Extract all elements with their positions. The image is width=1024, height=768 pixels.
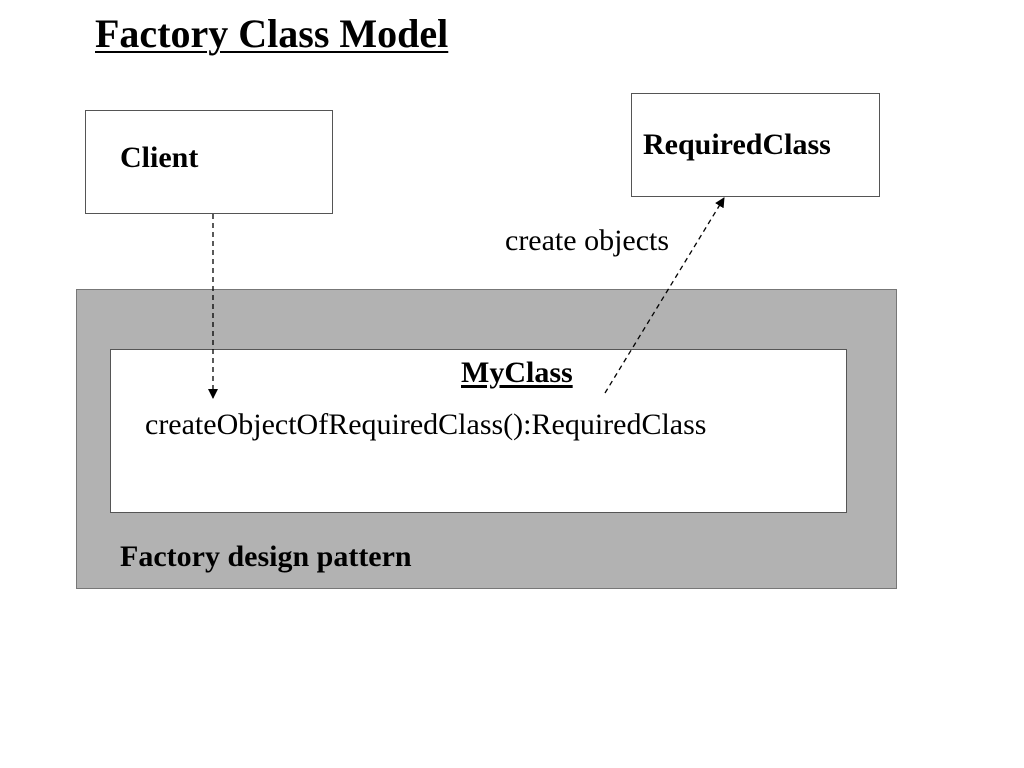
factory-group-label: Factory design pattern	[120, 540, 412, 573]
myclass-box: MyClass createObjectOfRequiredClass():Re…	[110, 349, 847, 513]
myclass-name: MyClass	[461, 356, 573, 389]
client-label: Client	[120, 141, 199, 174]
myclass-method: createObjectOfRequiredClass():RequiredCl…	[145, 408, 707, 441]
diagram-title: Factory Class Model	[95, 11, 449, 56]
required-class-box: RequiredClass	[631, 93, 880, 197]
required-class-label: RequiredClass	[643, 128, 831, 161]
create-objects-label: create objects	[505, 224, 670, 257]
factory-design-pattern-group: MyClass createObjectOfRequiredClass():Re…	[76, 289, 897, 589]
client-box: Client	[85, 110, 333, 214]
